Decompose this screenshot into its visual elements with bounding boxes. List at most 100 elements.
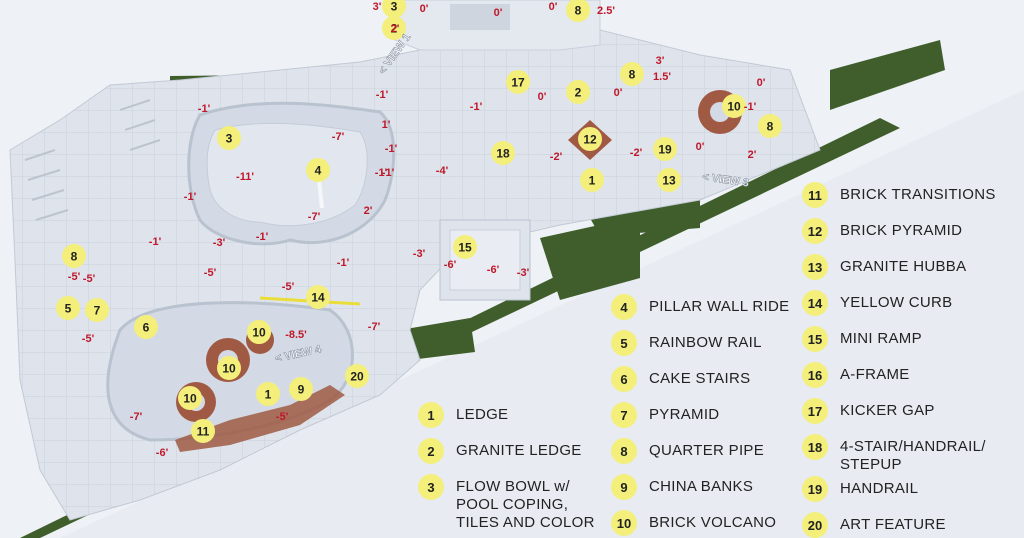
feature-marker-number: 8 [71,250,78,264]
feature-marker-number: 7 [94,304,101,318]
feature-marker: 8 [620,62,644,86]
legend-label: 4-STAIR/HANDRAIL/ STEPUP [840,438,986,473]
feature-markers: 3281728108341218191131581457610101019201… [56,0,782,443]
feature-marker-number: 2 [391,22,398,36]
feature-marker-circle [578,127,602,151]
legend-item: 11 BRICK TRANSITIONS [802,182,996,208]
feature-marker-number: 1 [265,388,272,402]
feature-marker-number: 10 [183,392,197,406]
feature-marker: 3 [382,0,406,18]
elevation-label: -5' [276,411,289,423]
feature-marker-number: 3 [226,132,233,146]
elevation-label: 0' [757,77,766,89]
feature-marker: 10 [217,356,241,380]
legend-label: ART FEATURE [840,516,946,533]
legend-item: 16 A-FRAME [802,362,910,388]
legend-label: YELLOW CURB [840,294,953,311]
legend-item: 9 CHINA BANKS [611,474,753,500]
feature-marker-number: 9 [298,383,305,397]
feature-marker-number: 8 [575,4,582,18]
legend-label: PYRAMID [649,406,720,423]
grass-patch-center [590,200,700,236]
feature-marker-circle [580,168,604,192]
elevation-label: -2' [630,147,643,159]
feature-marker-number: 14 [311,291,325,305]
legend-item: 7 PYRAMID [611,402,719,428]
grass-patch-mid [400,318,475,360]
feature-marker: 14 [306,285,330,309]
elevation-label: -4' [436,165,449,177]
feature-marker: 18 [491,141,515,165]
legend-number-badge: 19 [802,476,828,502]
feature-marker-number: 20 [350,370,364,384]
legend-number-badge: 9 [611,474,637,500]
feature-marker-circle [217,126,241,150]
feature-marker: 10 [247,320,271,344]
elevation-label: 2' [391,23,400,35]
elevation-label: -1' [382,167,395,179]
feature-marker: 6 [134,315,158,339]
brick-transitions [175,385,345,452]
legend-number-badge: 16 [802,362,828,388]
legend-item: 5 RAINBOW RAIL [611,330,762,356]
legend-item: 20 ART FEATURE [802,512,946,538]
elevation-label: -1' [385,143,398,155]
legend-label: RAINBOW RAIL [649,334,762,351]
grass-patch-east [540,216,640,300]
elevation-label: 0' [494,7,503,19]
feature-marker-circle [620,62,644,86]
legend-label: CHINA BANKS [649,478,754,495]
legend-number-badge: 6 [611,366,637,392]
elevation-label: -1' [337,257,350,269]
feature-marker-circle [506,70,530,94]
feature-marker: 7 [85,298,109,322]
elevation-label: 0' [614,87,623,99]
legend-label: LEDGE [456,406,509,423]
legend-number-badge: 11 [802,182,828,208]
legend-number-badge: 14 [802,290,828,316]
legend-number-badge: 15 [802,326,828,352]
feature-marker: 19 [653,137,677,161]
elevation-label: -1' [376,89,389,101]
feature-marker-circle [566,0,590,22]
feature-marker-number: 13 [662,174,676,188]
elevation-label: -5' [83,273,96,285]
feature-marker-number: 1 [589,174,596,188]
elevation-label: -1' [184,191,197,203]
legend-number-badge: 10 [611,510,637,536]
feature-marker: 10 [178,386,202,410]
elevation-label: -1' [149,236,162,248]
elevation-label: -3' [517,267,530,279]
feature-marker: 8 [566,0,590,22]
elevation-label: 2' [748,149,757,161]
elevation-label: -6' [444,259,457,271]
flow-bowl-inner [206,123,368,227]
feature-marker-circle [217,356,241,380]
elevation-label: 2.5' [597,5,615,17]
feature-marker: 2 [382,16,406,40]
feature-marker: 13 [657,168,681,192]
legend-item: 17 KICKER GAP [802,398,935,424]
legend-item: 4 PILLAR WALL RIDE [611,294,789,320]
legend-item: 15 MINI RAMP [802,326,922,352]
feature-marker: 9 [289,377,313,401]
feature-marker-circle [653,137,677,161]
legend-number-badge: 12 [802,218,828,244]
legend-label: PILLAR WALL RIDE [649,298,790,315]
feature-marker: 3 [217,126,241,150]
elevation-label: -7' [308,211,321,223]
legend-item: 8 QUARTER PIPE [611,438,764,464]
feature-marker-number: 10 [252,326,266,340]
legend-item: 13 GRANITE HUBBA [802,254,966,280]
elevation-label: -5' [204,267,217,279]
feature-marker-circle [722,94,746,118]
feature-marker: 10 [722,94,746,118]
feature-marker-number: 17 [511,76,525,90]
feature-marker-number: 15 [458,241,472,255]
feature-marker-circle [657,168,681,192]
feature-marker: 1 [256,382,280,406]
elevation-label: 1.5' [653,71,671,83]
legend-number-badge: 18 [802,434,828,460]
elevation-label: -2' [550,151,563,163]
